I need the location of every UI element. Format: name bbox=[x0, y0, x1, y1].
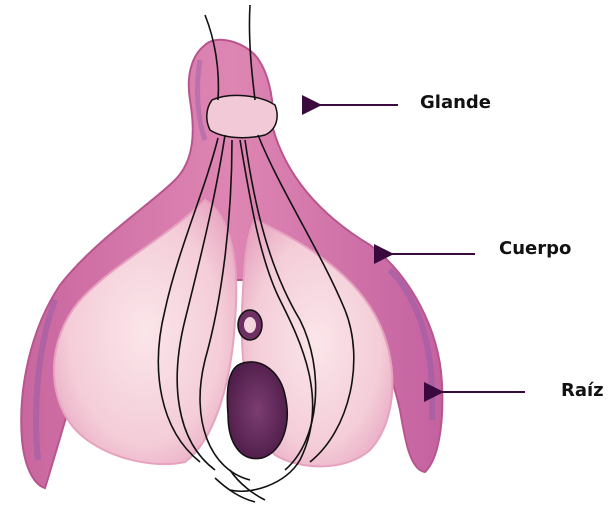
urethral-opening-inner bbox=[244, 317, 256, 333]
glans-ring bbox=[207, 95, 277, 137]
label-raiz: Raíz bbox=[561, 382, 604, 400]
label-glande: Glande bbox=[420, 94, 491, 112]
label-cuerpo: Cuerpo bbox=[499, 240, 571, 258]
